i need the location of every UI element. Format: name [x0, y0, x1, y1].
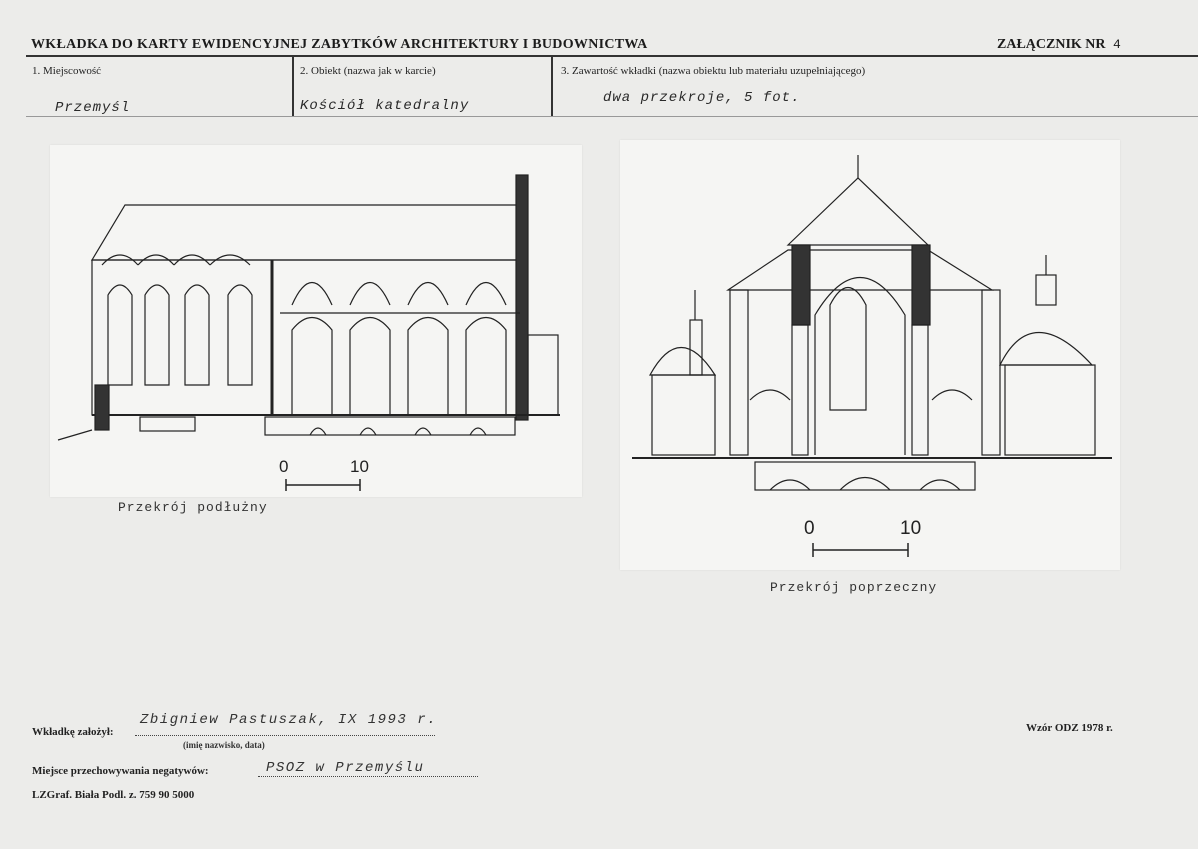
field-divider-2 [551, 56, 553, 116]
longitudinal-section-drawing [57, 174, 560, 491]
transverse-section-drawing [632, 155, 1112, 557]
created-by-line [135, 735, 435, 736]
template-note: Wzór ODZ 1978 r. [1026, 722, 1113, 734]
transverse-section-photo: 0 10 [620, 140, 1120, 570]
created-by-label: Wkładkę założył: [32, 726, 114, 738]
storage-value: PSOZ w Przemyślu [266, 760, 425, 776]
longitudinal-scale-max: 10 [350, 457, 369, 476]
object-value: Kościół katedralny [300, 98, 470, 114]
contents-label: 3. Zawartość wkładki (nazwa obiektu lub … [561, 65, 866, 77]
field-divider-1 [292, 56, 294, 116]
longitudinal-section-photo: 0 10 [50, 145, 582, 497]
attachment-label: ZAŁĄCZNIK NR 4 [997, 37, 1121, 53]
created-by-hint: (imię nazwisko, data) [183, 740, 265, 750]
header-rule-top [26, 55, 1198, 57]
transverse-scale-min: 0 [804, 518, 815, 539]
longitudinal-section-caption: Przekrój podłużny [118, 500, 268, 515]
longitudinal-scale-min: 0 [279, 457, 289, 476]
storage-line [258, 776, 478, 777]
attachment-number: 4 [1113, 37, 1121, 52]
longitudinal-scale-bar [285, 479, 361, 491]
contents-value: dwa przekroje, 5 fot. [603, 90, 801, 106]
attachment-label-text: ZAŁĄCZNIK NR [997, 37, 1106, 52]
printer-note: LZGraf. Biała Podl. z. 759 90 5000 [32, 789, 195, 801]
locality-label: 1. Miejscowość [32, 65, 102, 77]
storage-label: Miejsce przechowywania negatywów: [32, 765, 209, 777]
form-title: WKŁADKA DO KARTY EWIDENCYJNEJ ZABYTKÓW A… [31, 37, 648, 52]
object-label: 2. Obiekt (nazwa jak w karcie) [300, 65, 436, 77]
locality-value: Przemyśl [55, 100, 131, 116]
header-rule-bottom [26, 116, 1198, 117]
transverse-scale-bar [812, 543, 909, 557]
transverse-section-caption: Przekrój poprzeczny [770, 580, 938, 595]
created-by-value: Zbigniew Pastuszak, IX 1993 r. [140, 712, 438, 728]
transverse-scale-max: 10 [900, 518, 922, 539]
